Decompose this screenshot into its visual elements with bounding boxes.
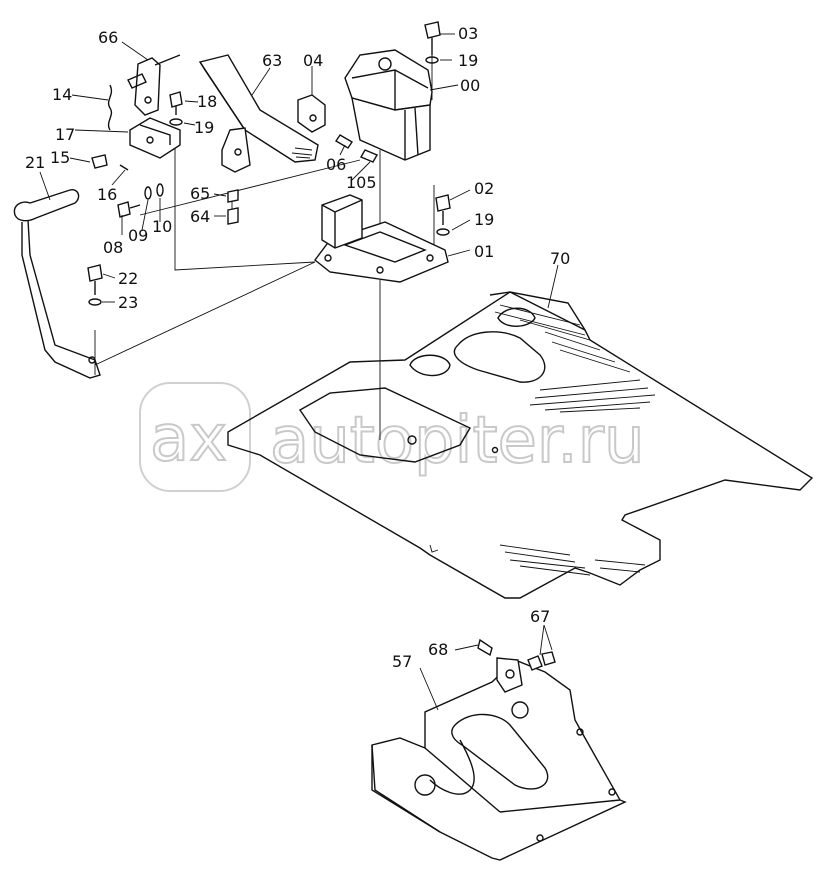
callout-01: 01 — [474, 242, 494, 261]
bracket-01 — [314, 194, 449, 283]
callout-66: 66 — [98, 28, 118, 47]
callout-09: 09 — [128, 226, 148, 245]
callout-06: 06 — [326, 155, 346, 174]
watermark-logo-text: ax — [150, 402, 227, 476]
callout-02: 02 — [474, 179, 494, 198]
callout-labels: 66 14 18 19 17 15 21 16 63 04 03 19 00 0… — [25, 24, 570, 671]
callout-21: 21 — [25, 153, 45, 172]
callout-57: 57 — [392, 652, 412, 671]
callout-67: 67 — [530, 607, 550, 626]
watermark-logo-frame — [139, 382, 251, 492]
bottom-cover — [371, 659, 627, 861]
callout-19: 19 — [474, 210, 494, 229]
callout-00: 00 — [460, 76, 480, 95]
fasteners — [87, 21, 451, 306]
callout-22: 22 — [118, 269, 138, 288]
watermark-text: autopiter.ru — [270, 404, 645, 478]
callout-19: 19 — [194, 118, 214, 137]
callout-64: 64 — [190, 207, 210, 226]
callout-68: 68 — [428, 640, 448, 659]
housing-00 — [344, 49, 433, 161]
callout-18: 18 — [197, 92, 217, 111]
callout-08: 08 — [103, 238, 123, 257]
fitting-68 — [477, 638, 556, 693]
callout-23: 23 — [118, 293, 138, 312]
callout-63: 63 — [262, 51, 282, 70]
floor-plate — [227, 291, 814, 599]
callout-19: 19 — [458, 51, 478, 70]
hinge-assembly — [91, 54, 181, 171]
callout-70: 70 — [550, 249, 570, 268]
callout-03: 03 — [458, 24, 478, 43]
callout-65: 65 — [190, 184, 210, 203]
callout-15: 15 — [50, 148, 70, 167]
leader-lines — [39, 33, 559, 711]
callout-105: 105 — [346, 173, 377, 192]
callout-10: 10 — [152, 217, 172, 236]
callout-14: 14 — [52, 85, 72, 104]
callout-17: 17 — [55, 125, 75, 144]
lever-21 — [13, 189, 101, 379]
callout-16: 16 — [97, 185, 117, 204]
watermark: ax autopiter.ru — [139, 382, 646, 492]
callout-04: 04 — [303, 51, 323, 70]
pedal-63 — [198, 54, 319, 173]
